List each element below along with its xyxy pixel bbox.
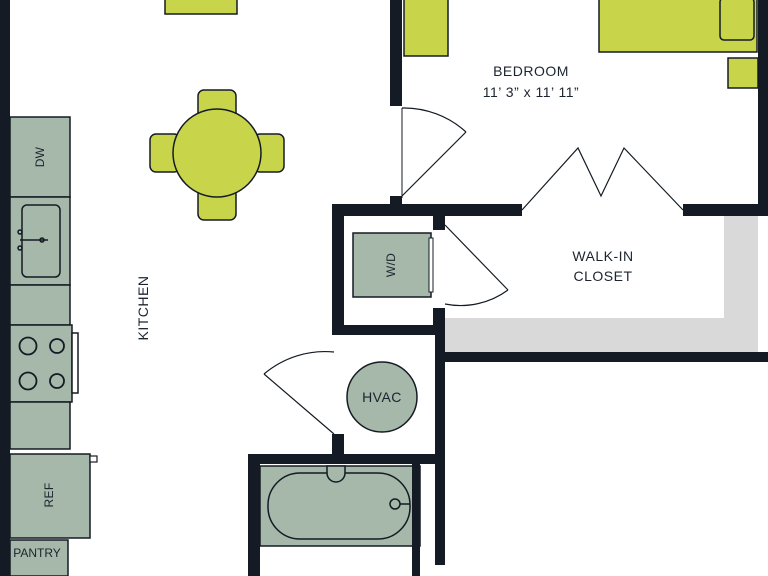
tub-spout (326, 465, 346, 483)
wall-bath-inner (412, 458, 420, 576)
wall-bedroom-right (758, 0, 768, 216)
wall-hvac-left (332, 434, 344, 458)
wall-closet-top-left (332, 204, 522, 216)
wall-left-exterior (0, 0, 10, 576)
closet-label-line1: WALK-IN (572, 248, 633, 264)
dishwasher-label: DW (33, 146, 47, 167)
bedroom-dimensions: 11’ 3” x 11’ 11” (483, 84, 579, 100)
wall-bedroom-left (390, 0, 402, 106)
counter-segment (9, 284, 71, 326)
pantry (9, 539, 69, 576)
refrigerator (9, 453, 91, 539)
range-handle (71, 332, 79, 394)
burner-icons (18, 336, 65, 391)
washer-dryer-handle (428, 237, 434, 293)
faucet-icon (17, 229, 48, 251)
closet-label-line2: CLOSET (573, 268, 632, 284)
drain-icon (389, 498, 401, 510)
refrigerator-label: REF (42, 483, 56, 508)
bedroom-label: BEDROOM (493, 63, 569, 79)
kitchen-label: KITCHEN (135, 276, 151, 341)
refrigerator-handle (89, 455, 98, 463)
sofa-fragment (164, 0, 238, 15)
wall-closet-top-right (683, 204, 768, 216)
wall-laundry-left (332, 204, 344, 330)
wall-laundry-bottom (332, 325, 444, 335)
washer-dryer (352, 232, 432, 298)
hvac-label: HVAC (362, 389, 402, 405)
wall-laundry-right (433, 204, 445, 230)
dining-table (172, 108, 262, 198)
door-swings (263, 107, 684, 435)
wall-bath-top (248, 454, 445, 464)
washer-dryer-label: W/D (384, 253, 398, 277)
bathtub-basin (267, 472, 411, 540)
closet-shelf (444, 214, 758, 352)
hvac-unit (346, 361, 418, 433)
dining-set (149, 89, 285, 221)
wall-bath-left (248, 454, 260, 576)
counter-segment (9, 401, 71, 450)
dresser (403, 0, 449, 57)
pantry-label: PANTRY (13, 546, 61, 560)
wall-closet-bottom (435, 352, 768, 362)
wall-hvac-right (435, 325, 445, 565)
bed-pillow (719, 0, 755, 41)
range (9, 324, 73, 403)
nightstand (727, 57, 759, 89)
